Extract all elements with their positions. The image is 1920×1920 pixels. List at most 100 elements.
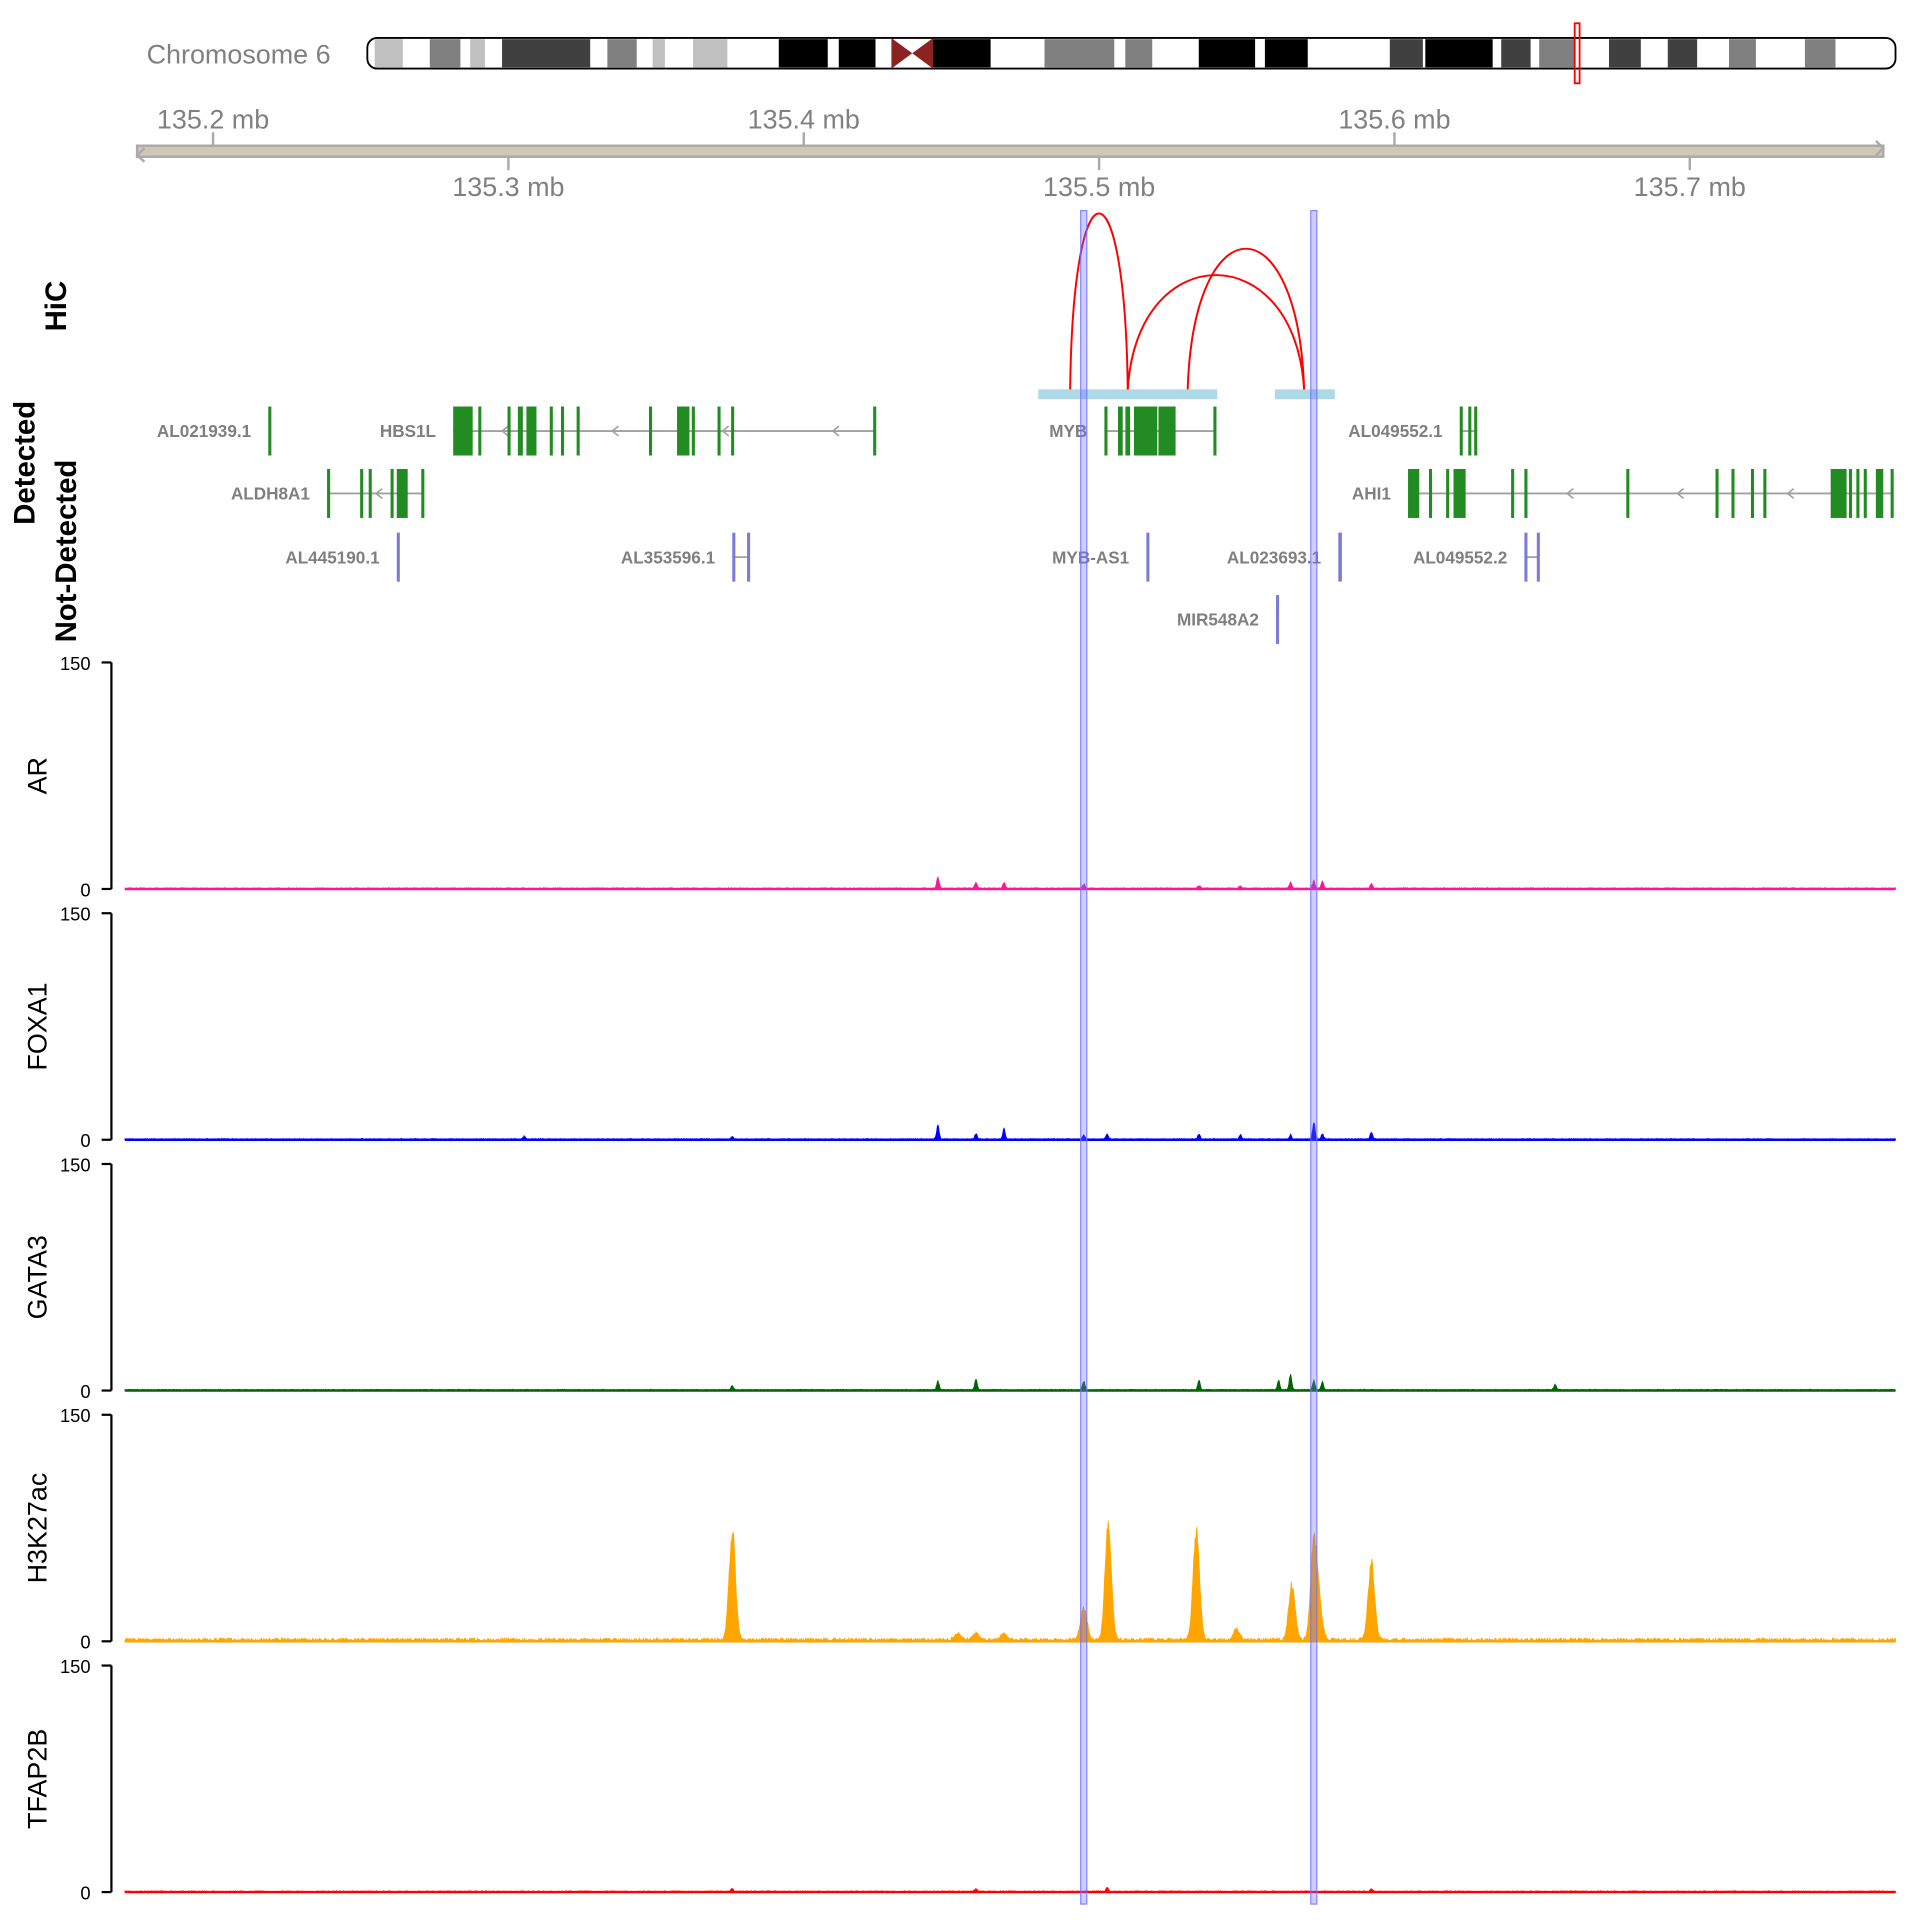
track-label: AR	[23, 757, 53, 794]
y-tick-label-max: 150	[60, 904, 91, 925]
gene-exon	[390, 468, 394, 518]
gene-exon	[1863, 468, 1867, 518]
cytoband	[778, 39, 828, 68]
gene-al049552.1: AL049552.1	[1348, 406, 1478, 456]
gene-exon	[732, 532, 736, 582]
gene-exon	[1524, 532, 1528, 582]
axis-bar	[135, 144, 1885, 158]
gene-exon	[360, 468, 364, 518]
strand-arrow	[1786, 487, 1795, 499]
gene-exon	[517, 406, 523, 456]
gene-exon	[1146, 532, 1150, 582]
cytoband	[1044, 39, 1115, 68]
gene-exon	[1468, 406, 1472, 456]
signal-area	[124, 876, 1896, 890]
gene-label: HBS1L	[380, 421, 436, 441]
gene-label: ALDH8A1	[231, 484, 310, 504]
gene-label: AL049552.2	[1413, 547, 1507, 567]
cytoband	[374, 39, 403, 68]
gene-exon	[507, 406, 511, 456]
gene-exon	[560, 406, 565, 456]
cytoband	[1539, 39, 1575, 68]
gene-label: MIR548A2	[1177, 610, 1259, 630]
gene-al023693.1: AL023693.1	[1227, 532, 1342, 582]
gene-exon	[396, 532, 400, 582]
chromosome-ideogram	[366, 22, 1897, 85]
cytoband	[1389, 39, 1423, 68]
axis-tick-label: 135.6 mb	[1338, 105, 1450, 135]
gene-exon	[1524, 468, 1528, 518]
gene-exon	[576, 406, 580, 456]
highlight-lines	[1080, 209, 1318, 1905]
y-tick-label-min: 0	[80, 1130, 90, 1151]
gene-exon	[1474, 406, 1478, 456]
gene-exon	[1626, 468, 1630, 518]
hic-arc	[1126, 274, 1306, 390]
gene-exon	[873, 406, 877, 456]
hic-anchor	[1274, 389, 1335, 400]
gene-exon	[1158, 406, 1176, 456]
gene-exon	[1446, 468, 1450, 518]
gene-label: AL021939.1	[157, 421, 252, 441]
track-label: FOXA1	[23, 982, 53, 1070]
gene-exon	[1848, 468, 1853, 518]
gene-exon	[478, 406, 482, 456]
gene-exon	[1890, 468, 1894, 518]
gene-exon	[717, 406, 721, 456]
gene-exon	[648, 406, 653, 456]
gene-aldh8a1: ALDH8A1	[231, 468, 425, 518]
gene-exon	[1856, 468, 1860, 518]
y-tick-label-max: 150	[60, 1405, 91, 1426]
gene-exon	[1213, 406, 1217, 456]
gene-al445190.1: AL445190.1	[285, 532, 400, 582]
gene-exon	[1125, 406, 1131, 456]
cytoband	[1501, 39, 1531, 68]
cytoband	[1125, 39, 1153, 68]
gene-exon	[747, 532, 751, 582]
cytoband	[838, 39, 876, 68]
axis-tick-label: 135.2 mb	[157, 105, 269, 135]
current-region-marker	[1573, 22, 1581, 85]
gene-exon	[1763, 468, 1767, 518]
gene-exon	[1536, 532, 1540, 582]
gene-exon	[1830, 468, 1847, 518]
y-tick-label-min: 0	[80, 1632, 90, 1653]
y-tick-label-min: 0	[80, 1381, 90, 1402]
cytoband	[933, 39, 991, 68]
cytoband	[1667, 39, 1698, 68]
hic-anchor	[1038, 389, 1218, 400]
cytoband	[1264, 39, 1308, 68]
cytoband	[502, 39, 591, 68]
cytoband	[1728, 39, 1756, 68]
gene-exon	[1104, 406, 1108, 456]
gene-exon	[691, 406, 695, 456]
cytoband	[1425, 39, 1493, 68]
cytoband	[470, 39, 485, 68]
axis-tick-label: 135.7 mb	[1634, 172, 1746, 202]
highlight-line	[1310, 209, 1318, 1905]
gene-exon	[1276, 595, 1280, 645]
hic-arc	[1186, 247, 1306, 390]
gene-exon	[1453, 468, 1466, 518]
gene-exon	[1118, 406, 1123, 456]
strand-arrow	[500, 425, 509, 437]
signal-area	[124, 1374, 1896, 1392]
hic-track	[1038, 212, 1335, 400]
gene-label: AL353596.1	[621, 547, 716, 567]
gene-label: AL049552.1	[1348, 421, 1443, 441]
gene-exon	[1750, 468, 1754, 518]
not-detected-group-label: Not-Detected	[50, 460, 83, 643]
gene-exon	[1408, 468, 1420, 518]
cytoband	[1198, 39, 1256, 68]
gene-exon	[421, 468, 425, 518]
gene-exon	[453, 406, 473, 456]
centromere	[891, 37, 934, 69]
hic-track-label: HiC	[40, 281, 73, 332]
gene-exon	[1459, 406, 1463, 456]
axis-arrows	[135, 139, 1885, 163]
strand-arrow	[374, 487, 383, 499]
strand-arrow	[721, 425, 730, 437]
